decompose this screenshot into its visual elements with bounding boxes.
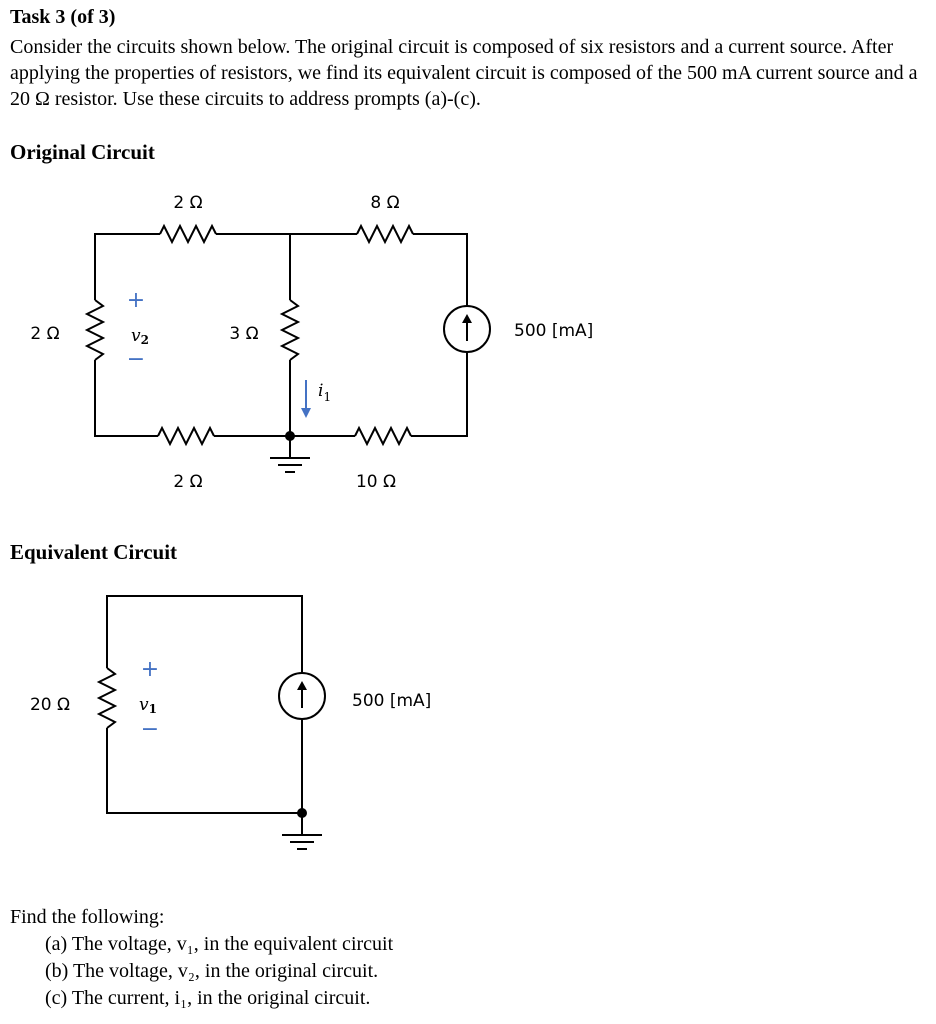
- eq-ground-symbol: [282, 834, 322, 850]
- v2-label: v2: [131, 326, 149, 347]
- v2-var: v: [131, 326, 141, 346]
- wire-top-left: [94, 233, 160, 300]
- current-source-arrowhead: [462, 314, 472, 323]
- wire-bottom-right: [411, 352, 468, 437]
- questions-intro: Find the following:: [10, 906, 165, 928]
- wire-left-bottom: [94, 360, 158, 437]
- task-intro: Consider the circuits shown below. The o…: [10, 36, 918, 110]
- resistor-bottom-right-10ohm: [354, 425, 412, 447]
- eq-resistor-20ohm: [96, 667, 118, 729]
- equivalent-circuit-heading: Equivalent Circuit: [10, 540, 178, 564]
- v2-sub: 2: [141, 333, 149, 347]
- original-circuit-heading: Original Circuit: [10, 140, 155, 164]
- label-r-left: 2 Ω: [30, 324, 59, 344]
- i1-label: i1: [318, 381, 331, 404]
- eq-current-source: [278, 672, 326, 720]
- v1-var: v: [139, 695, 149, 715]
- v1-minus-sign: −: [141, 717, 159, 742]
- eq-current-source-arrowhead: [297, 681, 307, 690]
- label-source-original: 500 [mA]: [514, 321, 593, 341]
- i1-arrowhead: [301, 408, 311, 418]
- v1-plus-sign: +: [141, 657, 159, 682]
- label-r-bottom-left: 2 Ω: [173, 472, 202, 492]
- question-b: (b) The voltage, v₂, in the original cir…: [45, 960, 379, 982]
- label-r-middle: 3 Ω: [229, 324, 258, 344]
- v2-plus-sign: +: [127, 288, 145, 313]
- label-eq-r: 20 Ω: [30, 695, 70, 715]
- equivalent-circuit: [96, 595, 326, 850]
- ground-symbol: [270, 457, 310, 473]
- resistor-left-2ohm: [84, 299, 106, 361]
- questions: Find the following: (a) The voltage, v₁,…: [10, 904, 393, 1012]
- label-r-top-left: 2 Ω: [173, 193, 202, 213]
- original-circuit: [84, 223, 491, 473]
- label-r-bottom-right: 10 Ω: [356, 472, 396, 492]
- v1-label: v1: [139, 695, 157, 716]
- i1-sub: 1: [323, 390, 331, 404]
- resistor-top-right-8ohm: [356, 223, 414, 245]
- question-c: (c) The current, i₁, in the original cir…: [45, 987, 371, 1009]
- label-r-top-right: 8 Ω: [370, 193, 399, 213]
- wire-top-right: [413, 233, 468, 306]
- eq-wire-bottom: [106, 719, 303, 814]
- question-a: (a) The voltage, v₁, in the equivalent c…: [45, 933, 394, 955]
- resistor-top-left-2ohm: [159, 223, 217, 245]
- v1-sub: 1: [149, 702, 157, 716]
- eq-ground-node-dot: [297, 808, 307, 818]
- i1-var: i: [318, 381, 323, 401]
- eq-wire-top: [106, 595, 303, 673]
- resistor-middle-3ohm: [279, 299, 301, 361]
- v2-minus-sign: −: [127, 347, 145, 372]
- task-title: Task 3 (of 3): [10, 6, 116, 28]
- current-source: [443, 305, 491, 353]
- label-source-equivalent: 500 [mA]: [352, 691, 431, 711]
- ground-node-dot: [285, 431, 295, 441]
- resistor-bottom-left-2ohm: [157, 425, 215, 447]
